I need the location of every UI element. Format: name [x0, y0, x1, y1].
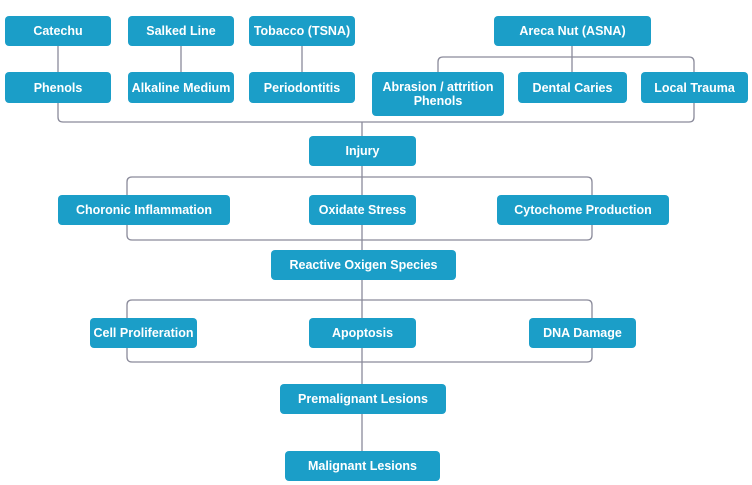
node-catechu: Catechu — [5, 16, 111, 46]
node-chronic-inflammation: Choronic Inflammation — [58, 195, 230, 225]
node-injury: Injury — [309, 136, 416, 166]
node-tobacco: Tobacco (TSNA) — [249, 16, 355, 46]
node-apoptosis: Apoptosis — [309, 318, 416, 348]
node-oxidate-stress: Oxidate Stress — [309, 195, 416, 225]
connector-ros-bracket — [126, 299, 593, 363]
node-abrasion: Abrasion / attrition Phenols — [372, 72, 504, 116]
node-areca-nut: Areca Nut (ASNA) — [494, 16, 651, 46]
node-local-trauma: Local Trauma — [641, 72, 748, 103]
node-dental-caries: Dental Caries — [518, 72, 627, 103]
node-phenols: Phenols — [5, 72, 111, 103]
connector-injury-bracket — [126, 176, 593, 241]
node-alkaline-medium: Alkaline Medium — [128, 72, 234, 103]
node-reactive-oxygen-species: Reactive Oxigen Species — [271, 250, 456, 280]
node-cell-proliferation: Cell Proliferation — [90, 318, 197, 348]
node-salked-line: Salked Line — [128, 16, 234, 46]
node-premalignant-lesions: Premalignant Lesions — [280, 384, 446, 414]
connector-areca-bracket — [437, 56, 695, 72]
node-malignant-lesions: Malignant Lesions — [285, 451, 440, 481]
node-periodontitis: Periodontitis — [249, 72, 355, 103]
node-dna-damage: DNA Damage — [529, 318, 636, 348]
node-cytochome-production: Cytochome Production — [497, 195, 669, 225]
connector-causes-bracket — [57, 103, 695, 123]
